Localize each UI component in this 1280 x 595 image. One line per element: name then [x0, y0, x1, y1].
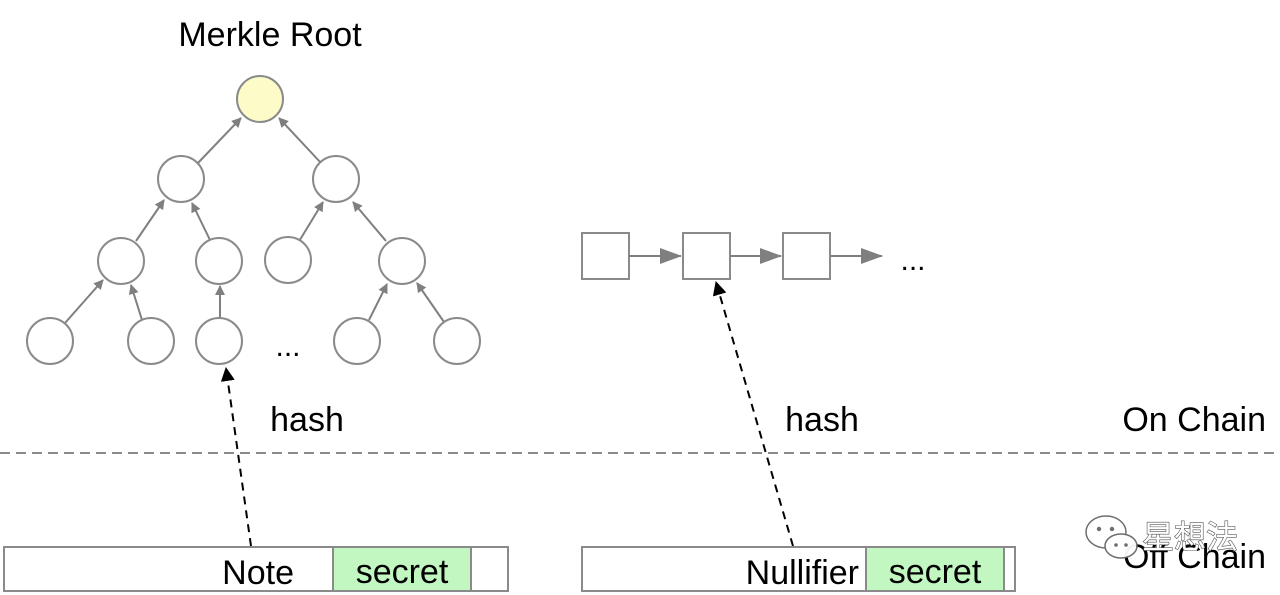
wechat-icon: [1085, 515, 1138, 559]
tree-edge: [297, 201, 324, 244]
tree-edge: [352, 201, 387, 242]
chain-divider: On Chain Off Chain: [0, 401, 1280, 576]
nullifier-hash-arrow: [712, 281, 794, 547]
tree-edge: [278, 117, 322, 164]
tree-node: [97, 237, 145, 285]
nullifier-secret-cell: [865, 546, 1005, 592]
tree-node: [378, 237, 426, 285]
tree-edge: [128, 284, 143, 321]
tree-edge: [191, 202, 211, 241]
note-hash-arrow: [220, 367, 252, 547]
chain-ellipsis: ...: [900, 244, 925, 277]
nullifier-secret-label: secret: [889, 553, 982, 591]
tree-edge: [368, 283, 388, 321]
tree-edge: [196, 117, 242, 165]
note-label: Note: [222, 554, 294, 592]
merkle-root-label: Merkle Root: [178, 16, 362, 54]
tree-leaf: [195, 317, 243, 365]
tree-edge: [416, 282, 445, 323]
nullifier-chain: ... hash: [581, 232, 926, 439]
chain-block: [682, 232, 731, 280]
tree-edges: [64, 117, 445, 324]
note-record: Note secret: [3, 546, 509, 592]
watermark: 星想法: [1085, 515, 1239, 559]
merkle-root-node: [236, 75, 284, 123]
nullifier-hash-label: hash: [785, 401, 859, 439]
note-hash-label: hash: [270, 401, 344, 439]
merkle-tree: Merkle Root: [26, 16, 481, 439]
tree-node: [312, 155, 360, 203]
on-chain-label: On Chain: [1122, 401, 1266, 439]
nullifier-record: Nullifier secret: [581, 546, 1016, 592]
watermark-text: 星想法: [1142, 518, 1238, 556]
tree-leaf: [127, 317, 175, 365]
tree-node: [264, 236, 312, 284]
tree-leaf: [333, 317, 381, 365]
note-secret-label: secret: [356, 553, 449, 591]
tree-edge: [64, 279, 104, 324]
nullifier-label: Nullifier: [746, 554, 859, 592]
tree-leaf: [26, 317, 74, 365]
note-secret-cell: [332, 546, 472, 592]
off-chain-label: Off Chain: [1123, 538, 1266, 576]
tree-edge: [135, 199, 165, 242]
tree-node: [195, 237, 243, 285]
chain-block: [782, 232, 831, 280]
tree-leaf: [433, 317, 481, 365]
tree-nodes: [26, 75, 481, 365]
chain-block: [581, 232, 630, 280]
hash-arrows: [220, 281, 794, 547]
tree-ellipsis: ...: [275, 330, 300, 363]
tree-node: [157, 155, 205, 203]
